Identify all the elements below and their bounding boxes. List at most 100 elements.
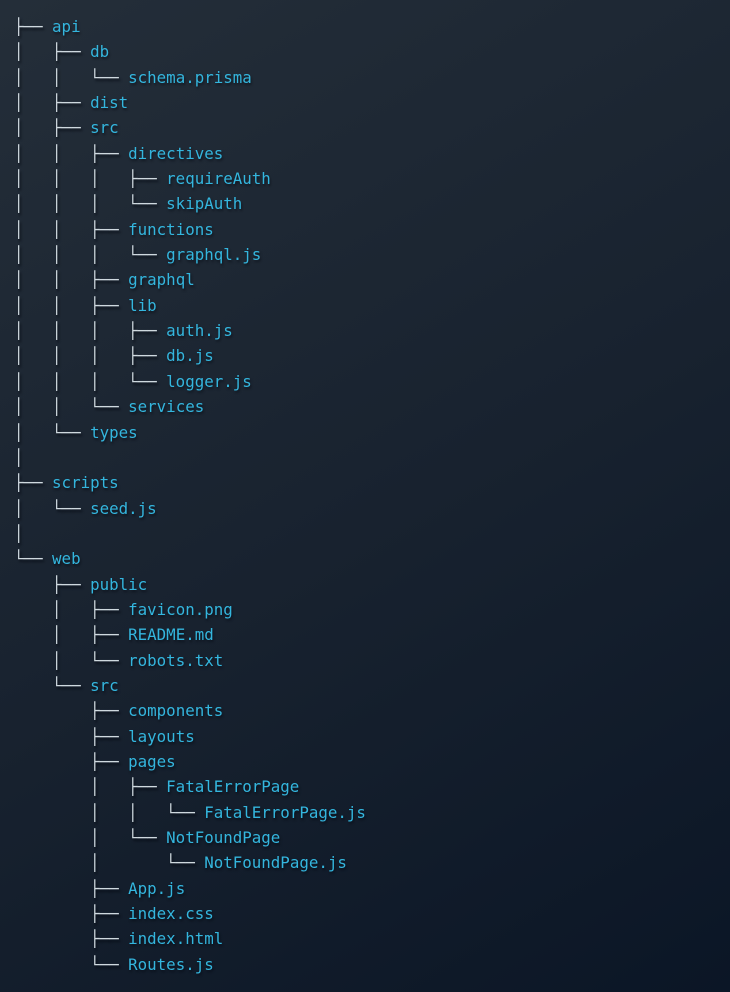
tree-node-scripts: scripts [52, 473, 119, 493]
tree-node-seed-js: seed.js [90, 498, 157, 518]
tree-branch-lines: │ └── [14, 422, 91, 442]
tree-row: │ ├── db [14, 39, 730, 64]
tree-node-logger-js: logger.js [166, 371, 252, 391]
tree-branch-lines: └── [14, 549, 53, 569]
tree-branch-lines: │ └── [14, 828, 167, 847]
tree-row: ├── App.js [14, 876, 730, 901]
tree-node-routes-js: Routes.js [128, 954, 214, 974]
tree-branch-lines: │ ├── [14, 42, 91, 62]
tree-branch-lines: │ │ │ └── [14, 245, 167, 265]
tree-node-services: services [128, 397, 205, 417]
tree-node-graphql-js: graphql.js [166, 245, 262, 265]
tree-row: │ ├── src [14, 115, 730, 140]
tree-row: ├── components [14, 698, 730, 723]
tree-node-db: db [90, 42, 110, 62]
tree-branch-lines: │ ├── [14, 599, 129, 619]
tree-node-schema-prisma: schema.prisma [128, 67, 252, 87]
tree-row: │ └── types [14, 420, 730, 445]
tree-branch-lines: │ └── [14, 853, 205, 873]
tree-branch-lines: │ │ │ └── [14, 371, 167, 391]
tree-node-index-html: index.html [128, 929, 224, 949]
tree-node-src: src [90, 675, 119, 695]
tree-row: └── src [14, 673, 730, 698]
tree-branch-lines: │ └── [14, 650, 129, 670]
tree-branch-lines: │ │ │ ├── [14, 169, 167, 189]
tree-branch-lines: ├── [14, 17, 53, 36]
tree-node-layouts: layouts [128, 726, 195, 746]
tree-node-graphql: graphql [128, 270, 195, 290]
tree-row: │ └── seed.js [14, 496, 730, 521]
tree-node-index-css: index.css [128, 904, 214, 924]
tree-row: │ │ │ └── graphql.js [14, 242, 730, 267]
tree-branch-lines: │ ├── [14, 625, 129, 645]
tree-branch-lines: ├── [14, 574, 91, 594]
tree-row: │ │ └── services [14, 394, 730, 419]
tree-branch-lines: │ │ ├── [14, 295, 129, 315]
tree-node-public: public [90, 574, 148, 594]
tree-branch-lines: ├── [14, 751, 129, 771]
tree-node-auth-js: auth.js [166, 321, 233, 341]
tree-branch-lines: └── [14, 675, 91, 695]
tree-branch-lines: ├── [14, 929, 129, 949]
tree-node-web: web [52, 549, 81, 569]
tree-branch-lines: │ ├── [14, 777, 167, 797]
tree-row: │ [14, 521, 730, 546]
tree-row: │ └── NotFoundPage.js [14, 850, 730, 875]
tree-row: ├── public [14, 572, 730, 597]
tree-row: │ [14, 445, 730, 470]
tree-branch-lines: └── [14, 954, 129, 974]
tree-branch-lines: │ │ ├── [14, 143, 129, 163]
tree-node-components: components [128, 701, 224, 721]
tree-node-notfoundpage: NotFoundPage [166, 828, 281, 847]
tree-node-lib: lib [128, 295, 157, 315]
tree-row: │ │ │ ├── db.js [14, 343, 730, 368]
tree-branch-lines: ├── [14, 726, 129, 746]
tree-row: │ │ ├── directives [14, 141, 730, 166]
tree-node-skipauth: skipAuth [166, 194, 243, 214]
tree-row: ├── scripts [14, 470, 730, 495]
tree-row: │ └── NotFoundPage [14, 825, 730, 850]
tree-node-requireauth: requireAuth [166, 169, 271, 189]
tree-row: │ ├── FatalErrorPage [14, 774, 730, 799]
tree-branch-lines: │ │ │ ├── [14, 321, 167, 341]
tree-row: │ │ │ └── skipAuth [14, 191, 730, 216]
tree-row: │ ├── favicon.png [14, 597, 730, 622]
tree-node-fatalerrorpage-js: FatalErrorPage.js [204, 802, 366, 822]
tree-branch-lines: │ ├── [14, 118, 91, 138]
tree-branch-lines: │ ├── [14, 93, 91, 113]
tree-branch-lines: │ [14, 523, 24, 543]
tree-branch-lines: │ [14, 447, 24, 467]
tree-node-directives: directives [128, 143, 224, 163]
tree-row: ├── index.css [14, 901, 730, 926]
tree-row: │ │ ├── graphql [14, 267, 730, 292]
tree-row: │ │ │ ├── requireAuth [14, 166, 730, 191]
tree-branch-lines: ├── [14, 701, 129, 721]
tree-row: ├── layouts [14, 724, 730, 749]
tree-node-fatalerrorpage: FatalErrorPage [166, 777, 300, 797]
tree-node-dist: dist [90, 93, 129, 113]
tree-row: │ │ └── FatalErrorPage.js [14, 800, 730, 825]
tree-row: │ └── robots.txt [14, 648, 730, 673]
tree-row: └── Routes.js [14, 952, 730, 977]
tree-node-favicon-png: favicon.png [128, 599, 233, 619]
tree-branch-lines: │ │ └── [14, 397, 129, 417]
tree-node-api: api [52, 17, 81, 36]
tree-row: │ │ │ └── logger.js [14, 369, 730, 394]
tree-node-app-js: App.js [128, 878, 186, 898]
tree-node-src: src [90, 118, 119, 138]
tree-node-notfoundpage-js: NotFoundPage.js [204, 853, 347, 873]
tree-row: │ │ ├── functions [14, 217, 730, 242]
tree-row: ├── pages [14, 749, 730, 774]
tree-branch-lines: │ │ │ ├── [14, 346, 167, 366]
tree-row: │ ├── dist [14, 90, 730, 115]
tree-branch-lines: │ │ ├── [14, 219, 129, 239]
tree-row: │ │ ├── lib [14, 293, 730, 318]
tree-node-pages: pages [128, 751, 176, 771]
tree-row: │ ├── README.md [14, 622, 730, 647]
tree-branch-lines: ├── [14, 878, 129, 898]
tree-node-readme-md: README.md [128, 625, 214, 645]
tree-node-functions: functions [128, 219, 214, 239]
tree-branch-lines: │ │ └── [14, 802, 205, 822]
